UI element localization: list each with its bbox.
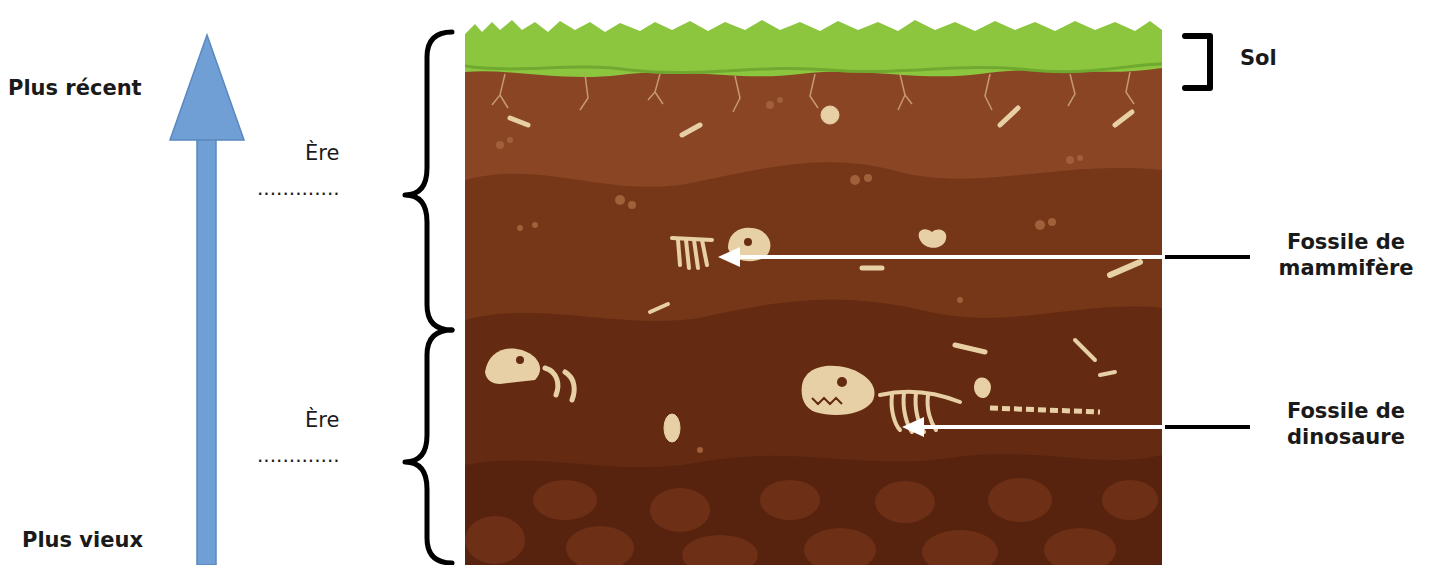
leader-arrow <box>902 417 1250 437</box>
soil-bracket <box>1185 36 1210 88</box>
soil-layer <box>465 162 1162 565</box>
grass <box>465 20 1162 77</box>
leader-arrow <box>718 247 1250 267</box>
soil-layer <box>465 299 1162 565</box>
soil-label: Sol <box>1240 45 1277 71</box>
time-label: Plus vieux <box>22 527 143 553</box>
era-bracket <box>405 330 452 563</box>
era-bracket <box>405 32 452 330</box>
fossil-label: Fossile de mammifère <box>1250 229 1442 282</box>
era-label: Ère <box>305 407 339 433</box>
pebbles <box>496 97 1083 453</box>
blank-line: ............. <box>257 176 340 201</box>
rocks <box>465 478 1158 565</box>
blank-line: ............. <box>257 443 340 468</box>
fossil-label: Fossile de dinosaure <box>1250 398 1442 451</box>
roots <box>492 72 1134 112</box>
fossils <box>485 106 1140 442</box>
era-label: Ère <box>305 140 339 166</box>
ground-section <box>465 20 1162 565</box>
time-arrow <box>170 35 244 565</box>
time-label: Plus récent <box>8 75 142 101</box>
